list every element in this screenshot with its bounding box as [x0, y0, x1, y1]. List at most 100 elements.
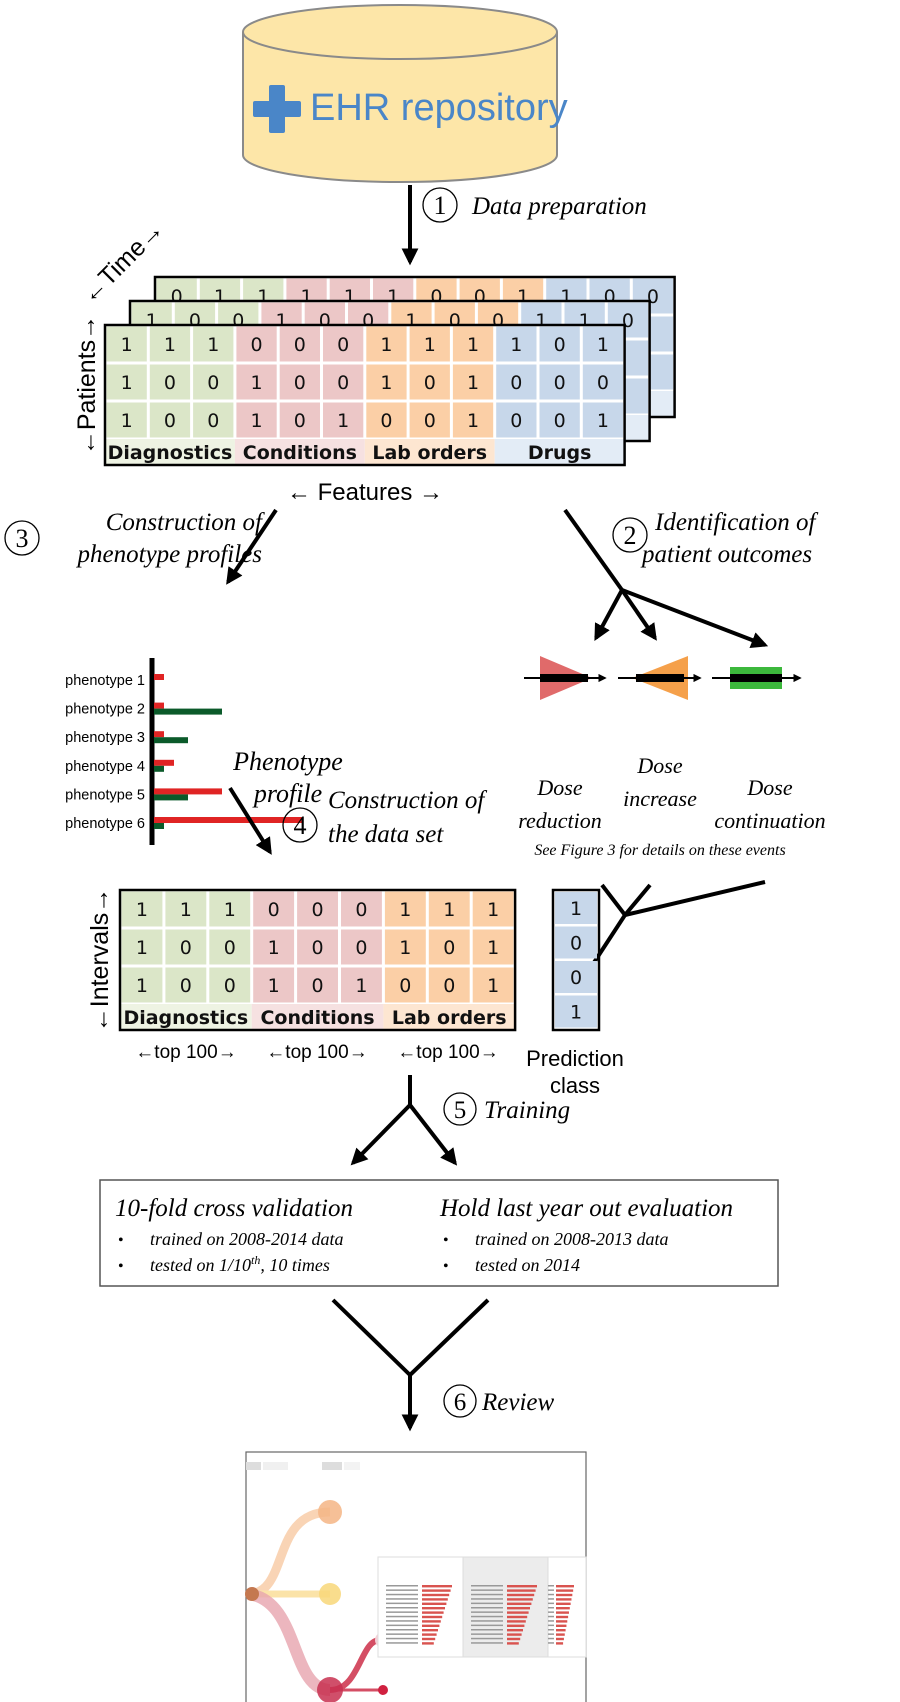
matrix-cell: [472, 891, 514, 927]
matrix-cell: [253, 967, 295, 1003]
phenotype-bar-green: [154, 737, 188, 744]
matrix-cell-value: 1: [164, 334, 176, 356]
matrix-cell: [279, 326, 320, 362]
step-3-line2: phenotype profiles: [76, 541, 262, 568]
thumbnail-text-line: [386, 1642, 418, 1644]
thumbnail-text-line: [548, 1633, 554, 1635]
group-label: Conditions: [260, 1007, 374, 1029]
matrix-cell: [165, 929, 207, 965]
thumbnail-bar: [507, 1633, 522, 1636]
thumbnail-bar: [556, 1589, 574, 1592]
group-size-diagnostics: ←top 100→: [135, 1042, 236, 1063]
thumbnail-text-line: [548, 1615, 554, 1618]
thumbnail-text-line: [471, 1602, 503, 1605]
cv-bullet-2: tested on 1/10th, 10 times: [150, 1253, 330, 1275]
matrix-cell-value: 0: [424, 372, 436, 394]
matrix-cell-value: 0: [180, 937, 192, 959]
matrix-cell-value: 0: [337, 372, 349, 394]
matrix-cell: [341, 929, 382, 965]
cv-bullet-1-dot: •: [118, 1232, 124, 1249]
cv-bullet-2-tail: , 10 times: [260, 1255, 330, 1275]
thumbnail-text-line: [548, 1624, 554, 1627]
thumbnail-bar: [422, 1642, 434, 1645]
thumbnail-text-line: [548, 1611, 554, 1613]
thumbnail-text-line: [386, 1611, 418, 1613]
thumbnail-bar: [422, 1620, 441, 1623]
matrix-cell: [106, 402, 147, 438]
intervals-axis-label: ←Intervals→: [86, 888, 114, 1032]
matrix-cell: [409, 364, 450, 400]
phenotype-bar-red: [154, 674, 164, 680]
thumbnail-bar: [422, 1637, 436, 1641]
thumbnail-text-line: [548, 1598, 554, 1600]
matrix-cell: [121, 891, 163, 927]
prediction-value: 0: [570, 933, 582, 955]
thumbnail-text-line: [386, 1598, 418, 1600]
thumbnail-text-line: [471, 1585, 503, 1587]
matrix-cell-value: 1: [180, 899, 192, 921]
thumbnail-text-line: [548, 1585, 554, 1587]
thumbnail-text-line: [548, 1620, 554, 1622]
matrix-cell: [366, 402, 407, 438]
step-5-circle: [443, 1092, 477, 1126]
group-label-background: [120, 1004, 252, 1030]
matrix-cell-value: 1: [224, 899, 236, 921]
matrix-cell: [384, 929, 426, 965]
cv-bullet-1: trained on 2008-2014 data: [150, 1229, 344, 1249]
matrix-cell-value: 0: [337, 334, 349, 356]
matrix-cell-value: 0: [294, 334, 306, 356]
matrix-cell-value: 1: [251, 410, 263, 432]
step-2-line1: Identification of: [654, 509, 818, 536]
matrix-cell: [341, 967, 382, 1003]
matrix-cell: [384, 967, 426, 1003]
thumbnail-text-line: [471, 1642, 503, 1644]
matrix-cell: [297, 929, 338, 965]
matrix-border: [118, 888, 517, 1032]
matrix-cell: [472, 929, 514, 965]
patients-axis-label: ←Patients→: [73, 315, 101, 455]
matrix-cell: [297, 967, 338, 1003]
thumbnail-text-line: [548, 1637, 554, 1640]
matrix-cell: [428, 967, 470, 1003]
matrix-cell: [297, 891, 338, 927]
thumbnail-text-line: [548, 1629, 554, 1631]
matrix-cell: [106, 364, 147, 400]
matrix-cell-value: 1: [355, 975, 367, 997]
thumbnail-bar: [556, 1593, 573, 1597]
matrix-cell: [384, 891, 426, 927]
phenotype-label: phenotype 2: [65, 702, 145, 718]
group-label: Lab orders: [372, 442, 487, 464]
thumbnail-text-line: [386, 1585, 418, 1587]
matrix-cell: [472, 967, 514, 1003]
step-2-line2: patient outcomes: [640, 541, 812, 568]
arrow-outcome-split: [563, 508, 769, 649]
cv-title: 10-fold cross validation: [115, 1195, 353, 1222]
step-1-label: Data preparation: [471, 193, 647, 220]
matrix-cell-value: 1: [251, 372, 263, 394]
thumbnail-text-line: [386, 1624, 418, 1627]
phenotype-profile-title-2: profile: [252, 779, 322, 808]
matrix-cell: [236, 402, 277, 438]
matrix-cell-value: 0: [424, 410, 436, 432]
matrix-cell-value: 1: [467, 372, 479, 394]
step-3-circle: [4, 520, 40, 556]
cv-bullet-2-dot: •: [118, 1258, 124, 1275]
group-label-background: [383, 1004, 516, 1030]
thumbnail-bar: [507, 1615, 528, 1619]
phenotype-bar-red: [154, 702, 164, 709]
phenotype-label: phenotype 5: [65, 787, 145, 803]
cylinder-body: [242, 32, 558, 183]
matrix-cell: [323, 402, 364, 438]
group-label-background: [494, 439, 625, 465]
matrix-cell: [121, 929, 163, 965]
arrow-outcome-merge: [576, 880, 766, 990]
matrix-cell: [323, 326, 364, 362]
phenotype-bar-green: [154, 708, 222, 715]
holdout-bullet-1: trained on 2008-2013 data: [475, 1229, 669, 1249]
matrix-cell: [209, 891, 251, 927]
thumbnail-bar: [507, 1620, 526, 1623]
thumbnail-text-line: [548, 1593, 554, 1596]
matrix-cell-value: 0: [597, 372, 609, 394]
thumbnail-bar: [556, 1637, 564, 1641]
